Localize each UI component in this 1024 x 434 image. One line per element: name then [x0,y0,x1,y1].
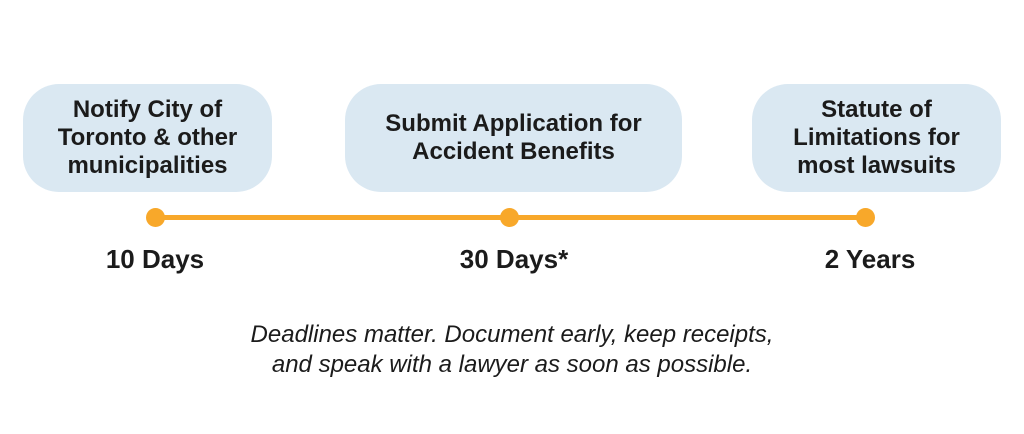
timeline-dot-2 [500,208,519,227]
deadline-label-30-days: 30 Days* [459,244,569,274]
milestone-bubble-accident-benefits: Submit Application for Accident Benefits [345,84,682,192]
timeline-dot-1 [146,208,165,227]
deadline-label-10-days: 10 Days [105,244,205,274]
timeline-dot-3 [856,208,875,227]
footnote-text: Deadlines matter. Document early, keep r… [250,321,774,378]
milestone-bubble-statute-limitations: Statute of Limitations for most lawsuits [752,84,1001,192]
milestone-title-notify-city: Notify City of Toronto & other municipal… [57,96,238,179]
milestone-title-accident-benefits: Submit Application for Accident Benefits [385,110,642,165]
milestone-title-statute-limitations: Statute of Limitations for most lawsuits [793,96,960,179]
milestone-bubble-notify-city: Notify City of Toronto & other municipal… [23,84,272,192]
deadline-label-2-years: 2 Years [824,244,916,274]
